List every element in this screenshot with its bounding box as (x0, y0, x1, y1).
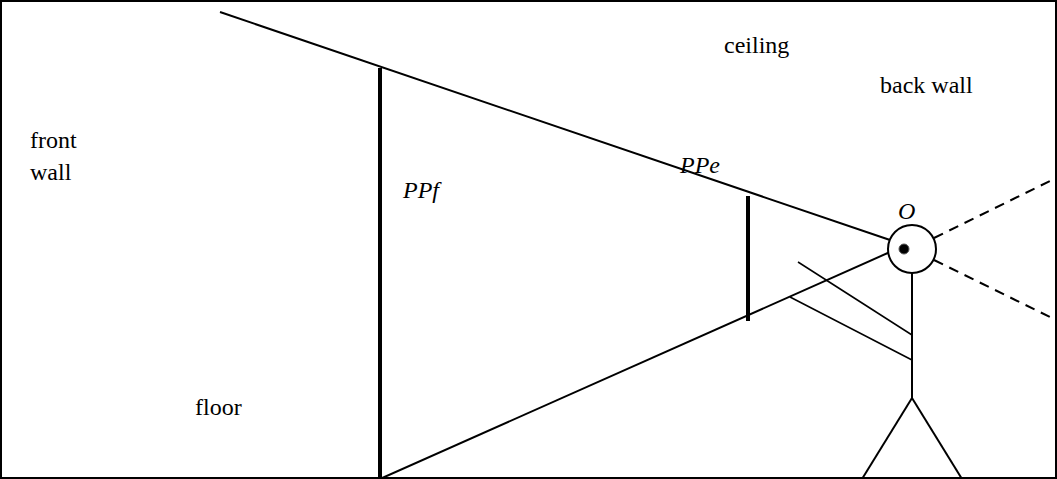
ceiling-ray (220, 12, 890, 240)
region-label: floor (195, 392, 242, 422)
leg (862, 398, 912, 479)
region-label: back wall (880, 70, 973, 100)
leg (912, 398, 962, 479)
region-label: ceiling (724, 30, 789, 60)
region-label: front wall (30, 124, 100, 188)
eye-dot (899, 244, 909, 254)
picture-plane-eye (746, 196, 750, 321)
head (888, 225, 936, 273)
arm (798, 262, 912, 335)
picture-plane-far (378, 68, 382, 479)
point-label: O (898, 196, 915, 226)
back-ray (934, 260, 1052, 318)
plane-label: PPf (403, 175, 439, 205)
plane-label: PPe (680, 150, 720, 180)
floor-ray (380, 252, 890, 479)
back-ray (934, 180, 1052, 238)
body (911, 273, 913, 398)
arm (790, 297, 912, 360)
